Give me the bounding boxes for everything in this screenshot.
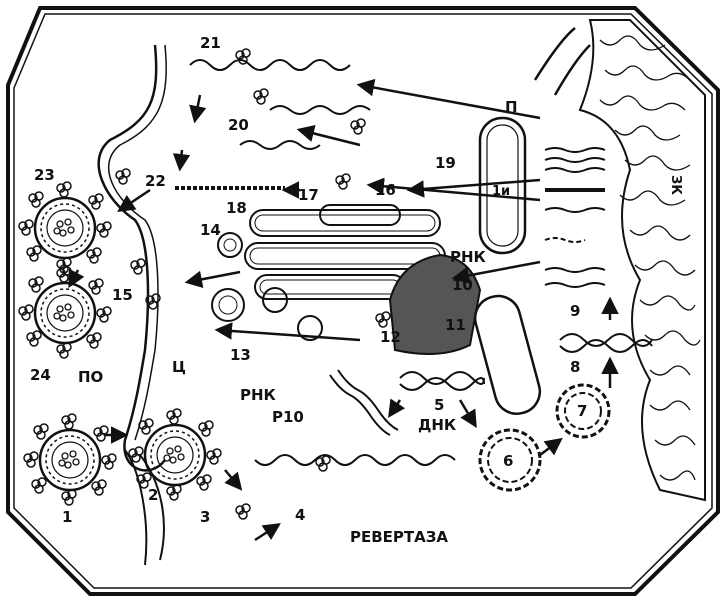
label-5: 5 (434, 396, 444, 414)
virion-24 (19, 267, 111, 358)
label-6: 6 (503, 452, 513, 470)
label-17: 17 (298, 186, 319, 204)
label-11: 11 (445, 316, 466, 334)
vesicle-14 (217, 232, 243, 258)
label-24: 24 (30, 366, 51, 384)
label-po: ПО (78, 368, 103, 386)
label-7: 7 (577, 402, 587, 420)
label-revertaza: РЕВЕРТАЗА (350, 528, 448, 546)
label-in: 1и (492, 184, 510, 199)
label-23: 23 (34, 166, 55, 184)
cell-outline-inner (13, 13, 713, 589)
arrows (68, 78, 619, 542)
virion-2 (129, 409, 221, 500)
vesicle-13 (211, 288, 245, 322)
label-15: 15 (112, 286, 133, 304)
label-14: 14 (200, 221, 221, 239)
label-p: П (505, 98, 518, 116)
nucleus-region (578, 19, 706, 502)
label-22: 22 (145, 172, 166, 190)
label-r10: Р10 (272, 408, 304, 426)
label-zk: ЗК (668, 175, 683, 195)
nuclear-channel-top (533, 27, 591, 96)
label-rnk-bottom: РНК (240, 386, 277, 404)
mitochondrion-low (473, 294, 542, 415)
virion-23 (19, 182, 111, 273)
rna-strands (175, 59, 606, 466)
label-dnk: ДНК (418, 416, 457, 434)
label-3: 3 (200, 508, 210, 526)
label-12: 12 (380, 328, 401, 346)
label-9: 9 (570, 302, 580, 320)
circular-dna-7 (555, 383, 611, 439)
label-2: 2 (148, 486, 158, 504)
label-18: 18 (226, 199, 247, 217)
label-1: 1 (62, 508, 72, 526)
plasma-membrane (97, 44, 166, 472)
label-ts: Ц (172, 358, 186, 376)
label-20: 20 (228, 116, 249, 134)
label-rnk-top: РНК (450, 248, 487, 266)
label-19: 19 (435, 154, 456, 172)
label-16: 16 (375, 181, 396, 199)
dna-helix-diagonal (329, 369, 399, 436)
label-10: 10 (452, 276, 473, 294)
dna-helix-5 (399, 371, 485, 391)
circular-dna-6 (478, 428, 542, 492)
label-13: 13 (230, 346, 251, 364)
label-21: 21 (200, 34, 221, 52)
label-8: 8 (570, 358, 580, 376)
cell-outline (6, 6, 720, 596)
virion-1 (24, 414, 116, 505)
dna-helix-8 (559, 333, 653, 353)
label-4: 4 (295, 506, 305, 524)
